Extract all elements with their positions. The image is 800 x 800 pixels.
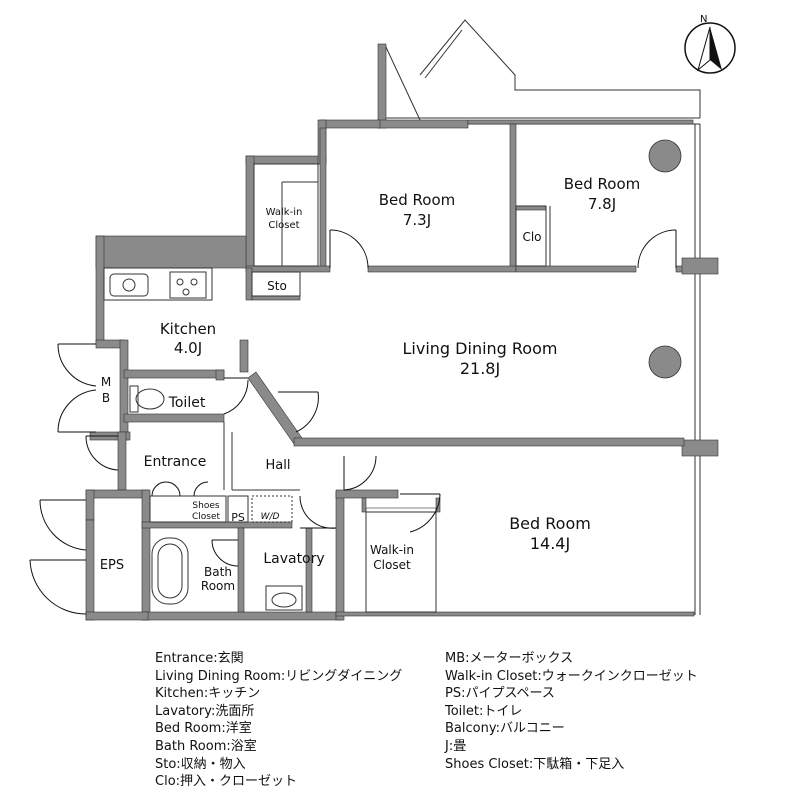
shoes-closet-line2: Closet xyxy=(192,512,221,522)
ldr-name: Living Dining Room xyxy=(403,339,558,358)
walls xyxy=(85,43,719,621)
bed-ne-name: Bed Room xyxy=(564,175,641,193)
legend-item: MB:メーターボックス xyxy=(445,651,574,666)
toilet-label: Toilet xyxy=(168,395,206,411)
legend-item: Bath Room:浴室 xyxy=(155,738,257,754)
ps-label: PS xyxy=(231,511,245,524)
north-compass-icon: N xyxy=(684,14,736,74)
walkin-bottom-line1: Walk-in xyxy=(370,543,414,557)
kitchen-name: Kitchen xyxy=(160,320,216,338)
legend-left: Entrance:玄関 Living Dining Room:リビングダイニング… xyxy=(155,650,402,791)
legend-item: Toilet:トイレ xyxy=(445,703,523,719)
interior-lines xyxy=(103,163,551,613)
doors xyxy=(29,229,677,615)
hall-label: Hall xyxy=(266,458,291,473)
lavatory-label: Lavatory xyxy=(263,551,324,567)
bath-line2: Room xyxy=(201,579,235,593)
sto-label: Sto xyxy=(267,279,287,293)
walkin-top-line1: Walk-in xyxy=(266,207,303,218)
room-labels: Bed Room 7.3J Bed Room 7.8J Walk-in Clos… xyxy=(100,175,640,593)
compass-label: N xyxy=(700,14,707,25)
eps-label: EPS xyxy=(100,558,124,573)
legend-item: PS:パイプスペース xyxy=(445,686,555,702)
legend-item: Clo:押入・クローゼット xyxy=(155,774,298,790)
bed-nw-name: Bed Room xyxy=(379,191,456,209)
legend-item: Sto:収納・物入 xyxy=(155,756,246,772)
legend-item: Kitchen:キッチン xyxy=(155,686,261,702)
kitchen-size: 4.0J xyxy=(174,339,202,357)
legend-item: Entrance:玄関 xyxy=(155,651,244,666)
legend-item: Walk-in Closet:ウォークインクローゼット xyxy=(445,668,698,684)
mb-line2: B xyxy=(102,391,110,405)
entrance-label: Entrance xyxy=(144,454,207,470)
clo-label: Clo xyxy=(522,230,541,244)
bed-se-name: Bed Room xyxy=(509,514,591,533)
legend-item: Living Dining Room:リビングダイニング xyxy=(155,668,403,684)
legend-item: J:畳 xyxy=(445,738,467,754)
legend-item: Shoes Closet:下駄箱・下足入 xyxy=(445,756,625,772)
bath-line1: Bath xyxy=(204,565,232,579)
shoes-closet-line1: Shoes xyxy=(192,501,219,511)
legend-right: MB:メーターボックス Walk-in Closet:ウォークインクローゼット … xyxy=(445,650,698,773)
bed-ne-size: 7.8J xyxy=(588,195,616,213)
walkin-bottom-line2: Closet xyxy=(373,558,411,572)
columns xyxy=(648,139,682,379)
ldr-size: 21.8J xyxy=(460,359,500,378)
walkin-top-line2: Closet xyxy=(268,220,299,231)
legend-item: Balcony:バルコニー xyxy=(445,721,565,737)
bed-nw-size: 7.3J xyxy=(403,211,431,229)
bed-se-size: 14.4J xyxy=(530,534,570,553)
legend-item: Lavatory:洗面所 xyxy=(155,703,255,719)
legend-item: Bed Room:洋室 xyxy=(155,721,252,737)
floor-plan: N xyxy=(29,14,736,621)
mb-line1: M xyxy=(101,375,111,389)
wd-label: W/D xyxy=(261,512,280,522)
